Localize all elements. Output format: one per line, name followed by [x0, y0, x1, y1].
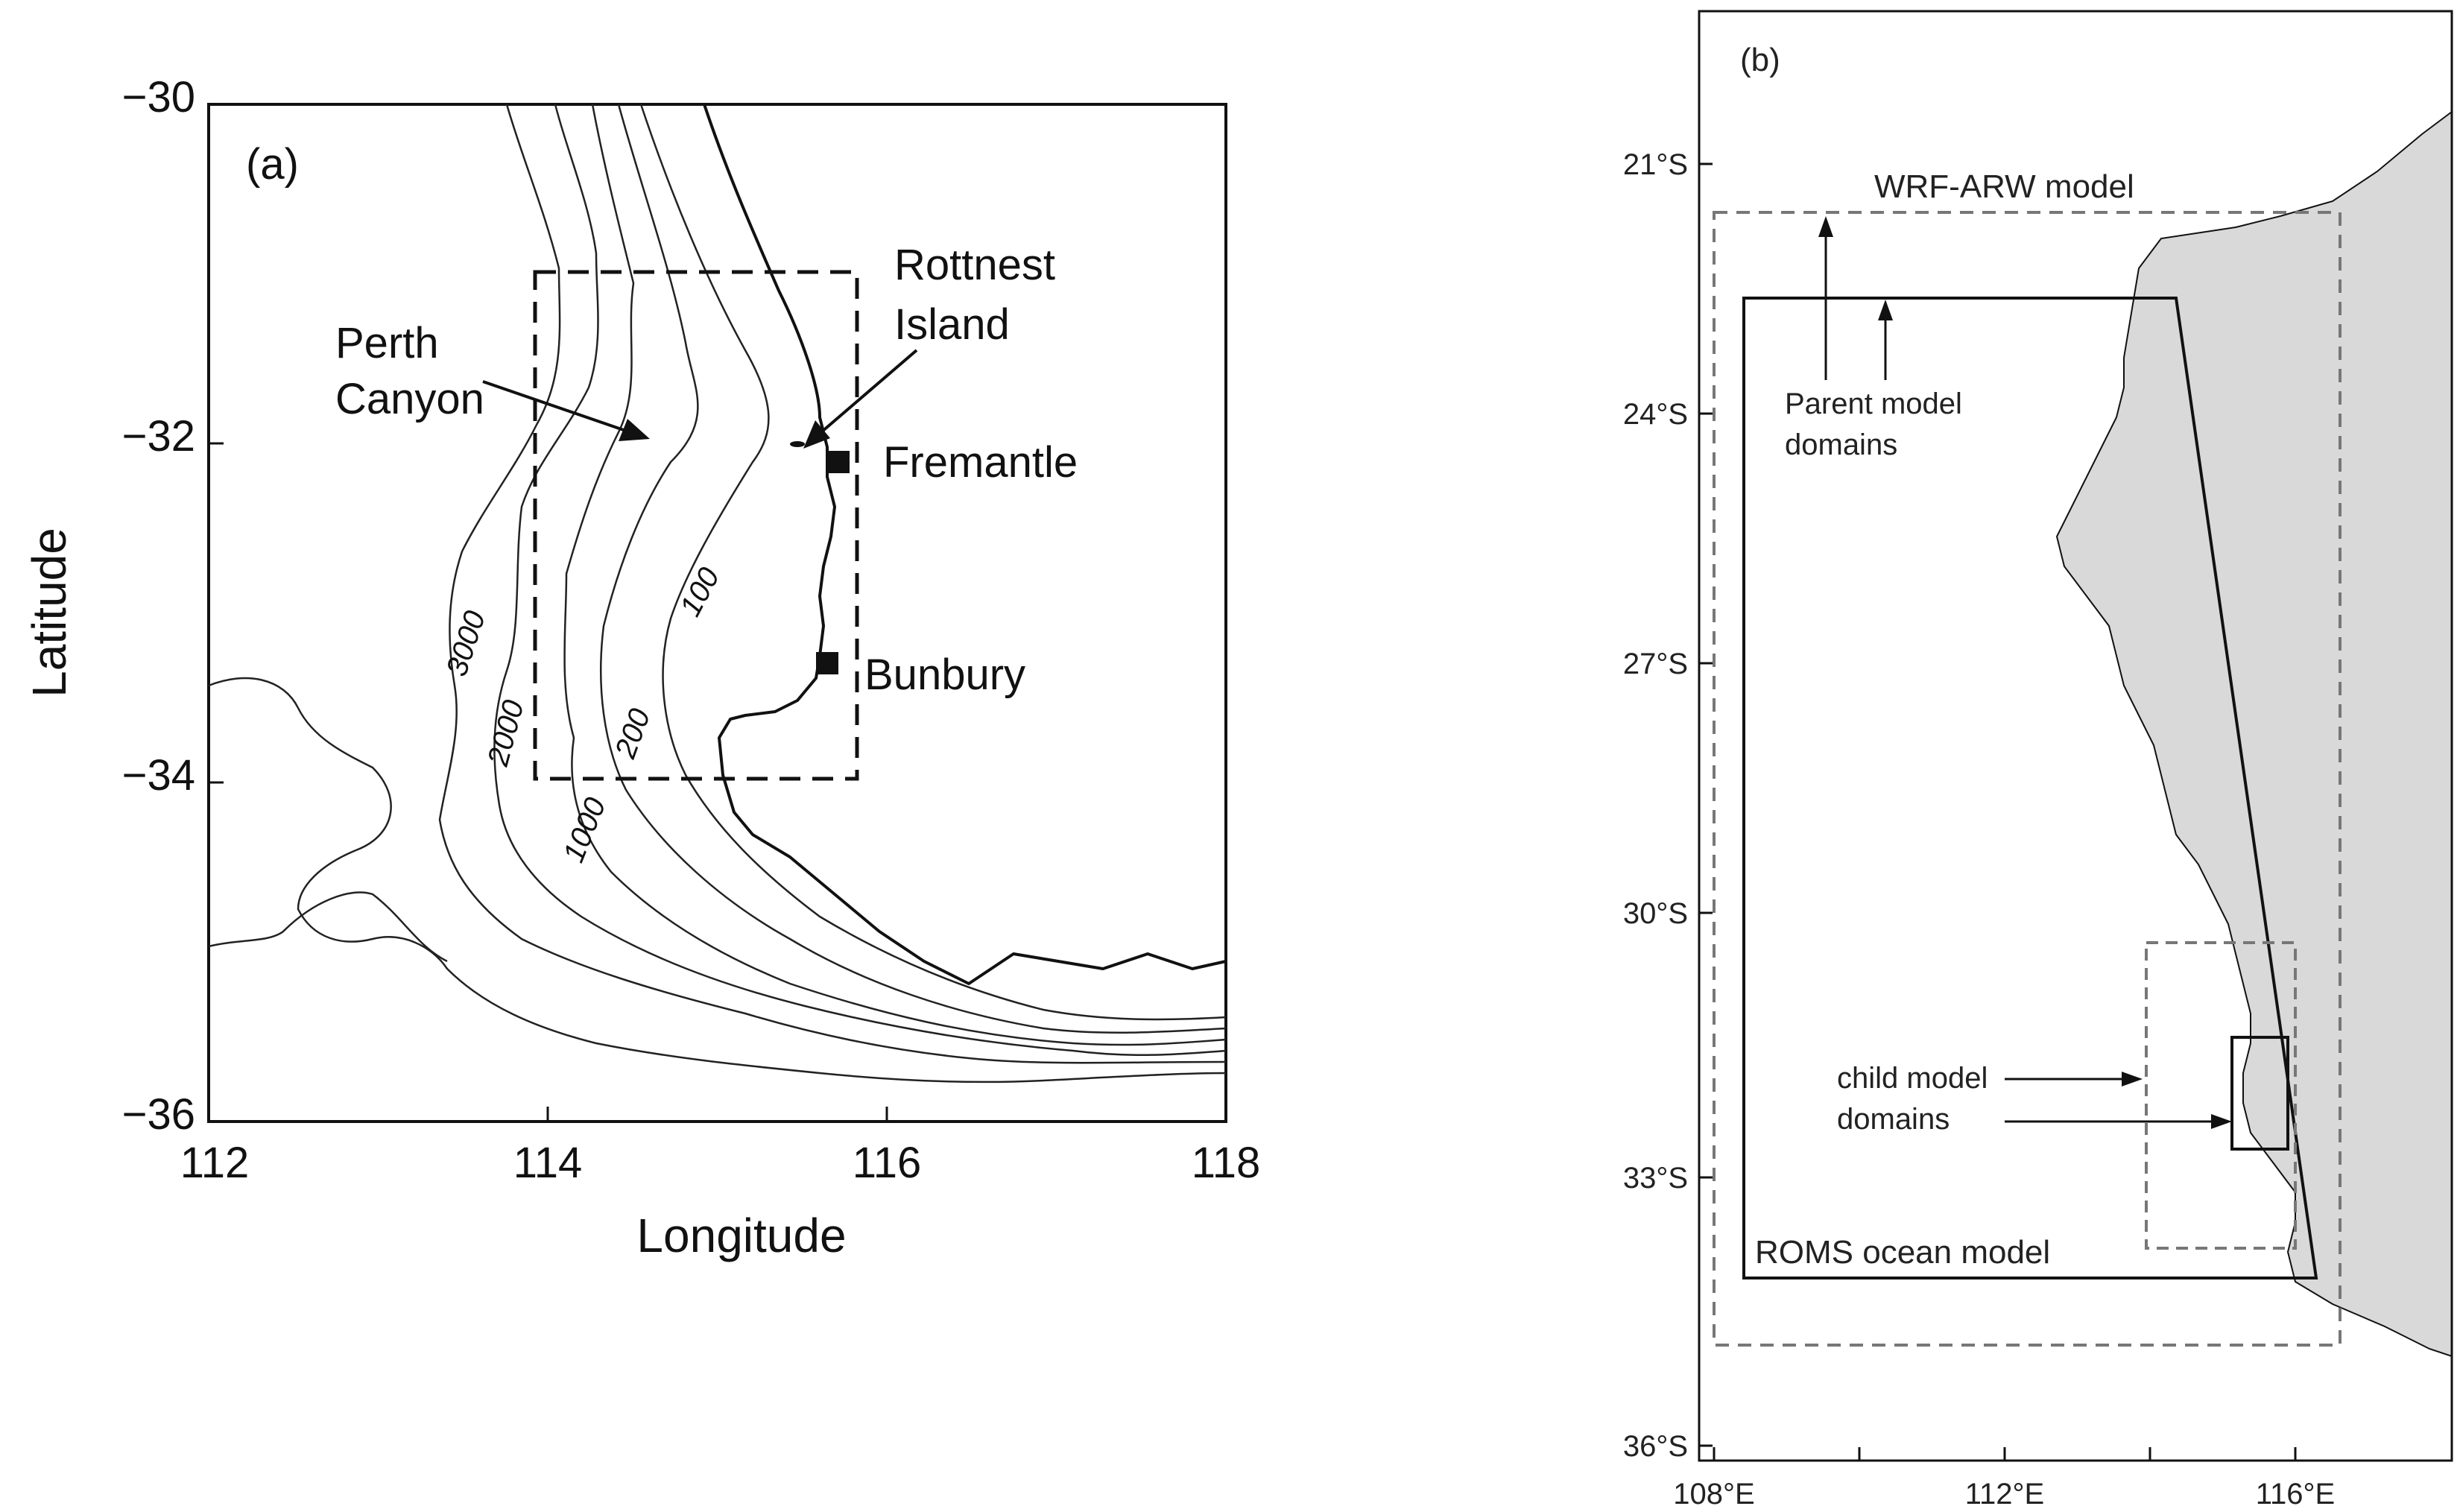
- label-bunbury: Bunbury: [864, 651, 1025, 699]
- bunbury-marker: [816, 652, 838, 674]
- contour-2000: [493, 104, 1227, 1057]
- label-parent-2: domains: [1785, 428, 1897, 461]
- child-domain-roms: [2230, 1036, 2289, 1151]
- panel-a: (a) 3000 2000 1000 200 100 Perth Canyon …: [22, 73, 1260, 1262]
- label-child-1: child model: [1837, 1062, 1988, 1095]
- b-x-tick-116: 116°E: [2256, 1478, 2335, 1511]
- y-tick-32: −32: [122, 412, 195, 461]
- label-perth-canyon-2: Canyon: [335, 375, 484, 423]
- panel-b-label: (b): [1740, 42, 1780, 78]
- arrow-perth-canyon: [482, 380, 642, 437]
- contour-100: [639, 104, 1227, 1021]
- label-rottnest-1: Rottnest: [894, 241, 1055, 289]
- contour-deep-2: [208, 891, 448, 963]
- panel-b-frame: [1698, 10, 2453, 1462]
- label-wrf: WRF-ARW model: [1874, 168, 2134, 205]
- arrowhead-parent-roms: [1878, 300, 1893, 320]
- child-domain-wrf: [2145, 941, 2297, 1250]
- b-x-tick-112: 112°E: [1965, 1478, 2044, 1511]
- x-tick-116: 116: [853, 1139, 921, 1187]
- study-area-box: [533, 270, 859, 781]
- panel-b-ticks: [1699, 162, 2297, 1461]
- roms-domain-box: [1742, 297, 2318, 1279]
- x-axis-title: Longitude: [636, 1209, 846, 1262]
- b-y-tick-36: 36°S: [1623, 1430, 1688, 1463]
- arrowhead-child-wrf: [2122, 1072, 2143, 1086]
- rottnest-island: [790, 441, 805, 447]
- label-roms: ROMS ocean model: [1755, 1234, 2050, 1271]
- coastline-a: [703, 104, 1227, 985]
- contour-label-100: 100: [674, 563, 726, 622]
- panel-a-label: (a): [246, 140, 299, 189]
- label-rottnest-2: Island: [894, 300, 1010, 349]
- arrowhead-child-roms: [2211, 1114, 2232, 1129]
- b-x-tick-108: 108°E: [1673, 1478, 1754, 1511]
- x-tick-112: 112: [180, 1139, 249, 1187]
- b-y-tick-21: 21°S: [1623, 148, 1688, 181]
- wrf-domain-box: [1713, 211, 2342, 1347]
- b-y-tick-24: 24°S: [1623, 398, 1688, 431]
- contour-label-3000: 3000: [440, 607, 492, 680]
- b-y-tick-33: 33°S: [1623, 1162, 1688, 1195]
- x-tick-114: 114: [513, 1139, 582, 1187]
- panel-a-frame: [207, 103, 1227, 1123]
- panel-a-ticks: [209, 103, 888, 1123]
- arrow-rottnest: [809, 349, 918, 443]
- arrowhead-perth-canyon: [619, 419, 650, 441]
- contour-label-1000: 1000: [557, 793, 613, 867]
- arrowhead-parent-wrf: [1818, 216, 1833, 237]
- contour-label-200: 200: [609, 704, 657, 763]
- x-tick-118: 118: [1192, 1139, 1260, 1187]
- label-parent-1: Parent model: [1785, 388, 1962, 420]
- label-perth-canyon-1: Perth: [335, 319, 439, 367]
- arrowhead-rottnest: [803, 420, 830, 449]
- panel-b: (b) WRF-ARW model Parent model domains c…: [1623, 10, 2453, 1511]
- b-y-tick-27: 27°S: [1623, 648, 1688, 680]
- contour-1000: [563, 104, 1227, 1046]
- y-tick-36: −36: [122, 1090, 195, 1139]
- b-y-tick-30: 30°S: [1623, 897, 1688, 930]
- contour-3000: [438, 104, 1227, 1064]
- label-fremantle: Fremantle: [883, 438, 1078, 487]
- y-axis-title: Latitude: [22, 528, 76, 698]
- y-tick-30: −30: [122, 73, 195, 121]
- contour-200: [600, 104, 1227, 1034]
- contour-deep: [208, 677, 1227, 1084]
- y-tick-34: −34: [122, 751, 195, 800]
- fremantle-marker: [827, 451, 850, 473]
- contour-label-2000: 2000: [481, 697, 531, 770]
- label-child-2: domains: [1837, 1103, 1950, 1136]
